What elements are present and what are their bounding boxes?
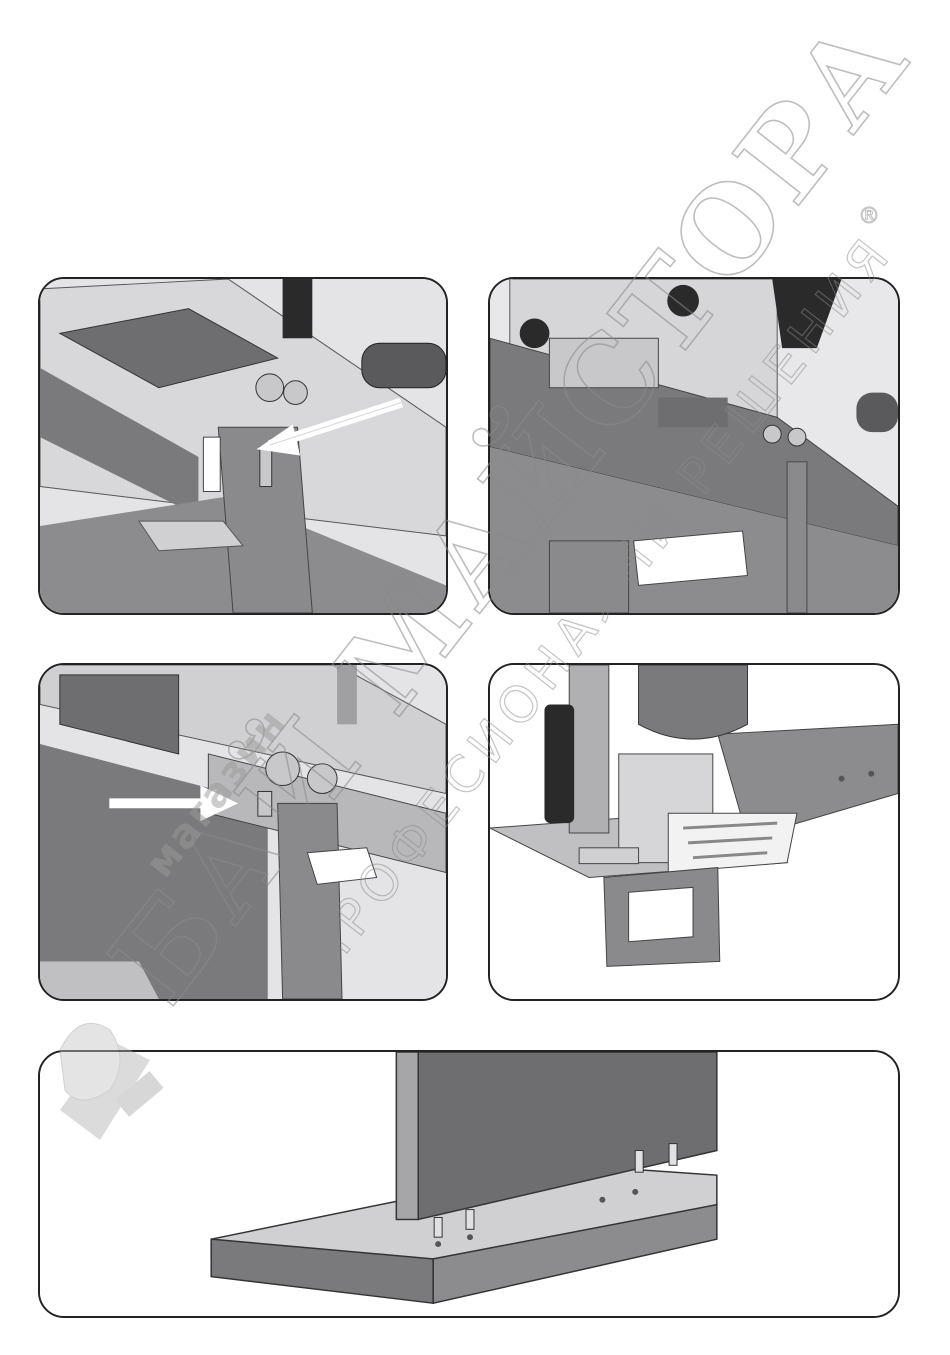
watermark-registered-mark: ® xyxy=(858,204,880,229)
figure-5-panel xyxy=(38,1050,900,1318)
figure-3-panel xyxy=(38,663,448,1001)
figure-1-illustration xyxy=(40,279,446,613)
figure-2-illustration xyxy=(490,279,898,613)
figure-3-illustration xyxy=(40,665,446,999)
figure-5-illustration xyxy=(40,1052,898,1316)
figure-1-panel xyxy=(38,277,448,615)
figure-4-panel xyxy=(488,663,900,1001)
figure-4-illustration xyxy=(490,665,898,999)
figure-2-panel xyxy=(488,277,900,615)
